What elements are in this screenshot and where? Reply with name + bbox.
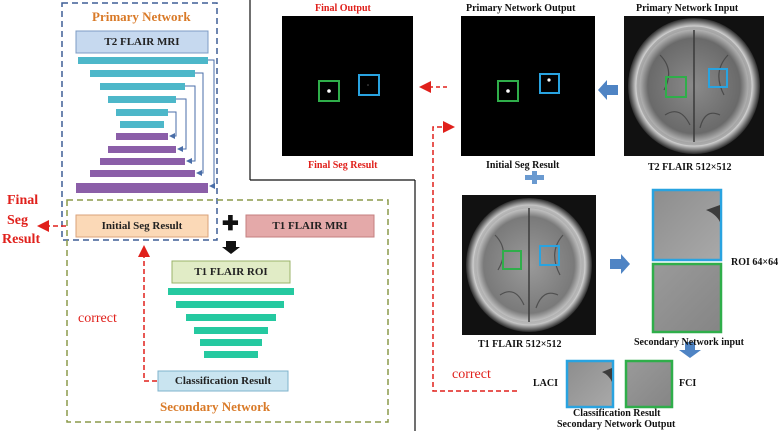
primary-network-title: Primary Network: [92, 9, 191, 24]
secondary-network-input-label: Secondary Network input: [634, 337, 745, 348]
final-seg-result-line2: Seg: [7, 213, 28, 228]
t1-blue-roi: [539, 245, 560, 266]
decoder-bars: [76, 133, 208, 193]
classification-result-box: [157, 370, 289, 392]
input-to-output-arrow: [598, 80, 618, 100]
t2-flair-size-label: T2 FLAIR 512×512: [648, 162, 732, 173]
secondary-network-frame: [66, 199, 389, 423]
final-output-blue-roi: [358, 74, 380, 96]
primary-network-output-image: [461, 16, 595, 156]
final-output-image: [282, 16, 413, 156]
roi-to-classification-arrow: [679, 342, 701, 358]
roi-green-image: [651, 262, 723, 334]
encoder-bars: [78, 57, 208, 128]
final-output-green-roi: [318, 80, 340, 102]
correct-label-right: correct: [452, 367, 491, 382]
correct-arrow-left: [138, 245, 157, 382]
t1-flair-mri-label: T1 FLAIR MRI: [272, 220, 348, 232]
t2-green-roi: [665, 76, 687, 98]
initial-seg-result-label-right: Initial Seg Result: [486, 160, 560, 171]
t2-flair-mri-label: T2 FLAIR MRI: [104, 36, 180, 48]
laci-label: LACI: [533, 378, 559, 389]
initial-seg-result-label: Initial Seg Result: [101, 220, 183, 232]
classification-result-label: Classification Result: [174, 375, 272, 387]
down-arrow: [222, 241, 240, 254]
roi-size-label: ROI 64×64: [731, 257, 779, 268]
t1-flair-roi-label: T1 FLAIR ROI: [194, 266, 268, 278]
primary-network-input-label: Primary Network Input: [636, 3, 739, 14]
secondary-network-output-label: Secondary Network Output: [557, 419, 676, 430]
plus-icon: [525, 171, 544, 184]
correct-arrow-right: [432, 121, 517, 392]
final-output-label: Final Output: [315, 3, 371, 14]
primary-network-frame: [61, 2, 218, 241]
plus-symbol-left: ✚: [222, 213, 239, 235]
primary-output-blue-roi: [539, 73, 560, 94]
final-seg-result-line3: Result: [2, 232, 41, 247]
t1-flair-mri-box: [245, 214, 375, 238]
laci-image: [565, 359, 615, 409]
primary-network-output-label: Primary Network Output: [466, 3, 576, 14]
t1-green-roi: [502, 250, 522, 270]
classification-result-label-right: Classification Result: [573, 408, 661, 419]
t1-flair-size-label: T1 FLAIR 512×512: [478, 339, 562, 350]
roi-blue-image: [651, 188, 723, 262]
t1-to-roi-arrow: [610, 254, 630, 274]
correct-label-left: correct: [78, 311, 117, 326]
t1-flair-roi-box: [171, 260, 291, 284]
fci-image: [624, 359, 674, 409]
final-seg-result-line1: Final: [7, 193, 39, 208]
t2-flair-mri-box: [75, 30, 209, 54]
secondary-network-title: Secondary Network: [160, 399, 271, 414]
classifier-bars: [168, 288, 294, 358]
t2-blue-roi: [708, 68, 728, 88]
primary-output-green-roi: [497, 80, 519, 102]
skip-connections: [168, 59, 215, 189]
final-seg-result-label: Final Seg Result: [308, 160, 378, 171]
fci-label: FCI: [679, 378, 697, 389]
initial-seg-result-box: [75, 214, 209, 238]
